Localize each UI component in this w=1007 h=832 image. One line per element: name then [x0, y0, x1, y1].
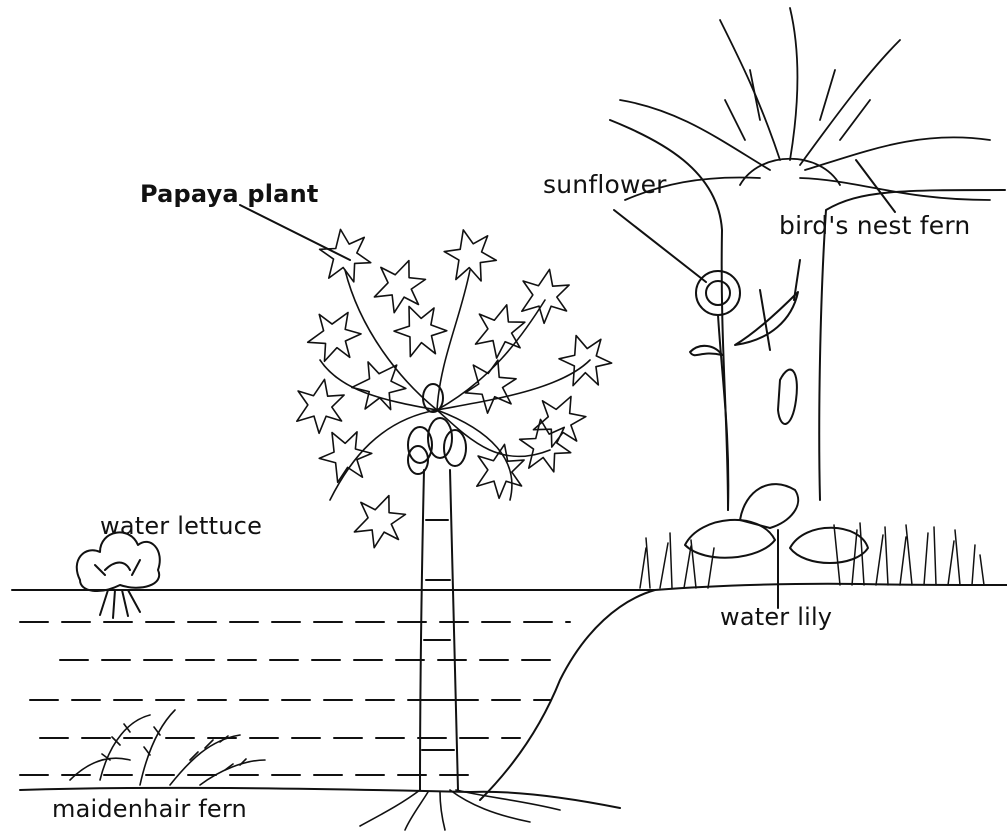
label-sunflower: sunflower: [543, 172, 667, 197]
water-dashes: [20, 622, 570, 775]
papaya-pointer: [240, 205, 350, 260]
sunflower-pointer: [614, 210, 706, 282]
sunflower-plant: [690, 271, 798, 510]
label-water-lettuce: water lettuce: [100, 514, 262, 538]
maidenhair-fern-plant: [70, 710, 265, 785]
water-lily-plant: [685, 484, 868, 608]
papaya-trunk: [420, 470, 458, 790]
papaya-roots: [360, 790, 560, 830]
birds-nest-fern-plant: [620, 8, 990, 200]
label-papaya-plant: Papaya plant: [140, 182, 319, 206]
bank-grass: [640, 523, 984, 588]
water-lettuce-plant: [77, 532, 160, 618]
label-maidenhair-fern: maidenhair fern: [52, 797, 247, 821]
label-birds-nest-fern: bird's nest fern: [779, 213, 970, 238]
label-water-lily: water lily: [720, 605, 832, 629]
papaya-leaves: [292, 224, 618, 555]
